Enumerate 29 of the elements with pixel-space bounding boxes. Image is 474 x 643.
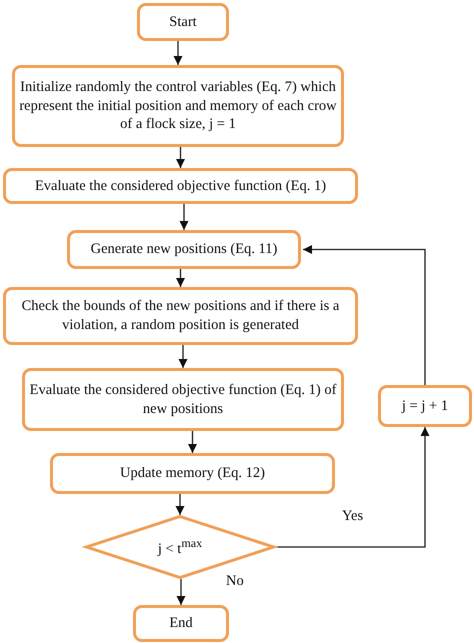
process-box (50, 453, 335, 494)
step-text: Start (168, 12, 198, 32)
arrow (303, 244, 426, 385)
arrow (275, 427, 430, 548)
arrow (175, 494, 185, 515)
step-text: Initialize randomly the control variables (Eq. 7) which represent the initial position and memory of each crow of a flock size, j = 1 (18, 78, 338, 134)
terminal-box (133, 605, 229, 642)
arrow (179, 204, 189, 230)
process-box (3, 168, 358, 204)
step-text: End (168, 614, 194, 633)
process-box (22, 368, 344, 431)
arrow (176, 269, 186, 287)
step-text: j = j + 1 (400, 396, 450, 416)
arrow (176, 579, 186, 605)
step-text: Evaluate the considered objective function (Eq. 1) (34, 176, 328, 196)
process-box (67, 230, 301, 269)
arrow (173, 41, 183, 65)
process-box (12, 65, 344, 147)
process-box (378, 385, 472, 427)
arrow (176, 147, 186, 168)
step-text: Check the bounds of the new positions and if there is a violation, a random position is generated (20, 297, 340, 335)
terminal-box (137, 3, 229, 41)
condition-text: j < t$^{max}$ (156, 536, 204, 558)
arrow (178, 345, 188, 368)
step-text: Generate new positions (Eq. 11) (90, 240, 278, 259)
arrow (188, 431, 198, 453)
step-text: Update memory (Eq. 12) (119, 464, 266, 483)
process-box (3, 287, 358, 345)
step-text: Evaluate the considered objective function (Eq. 1) of new positions (28, 380, 338, 418)
